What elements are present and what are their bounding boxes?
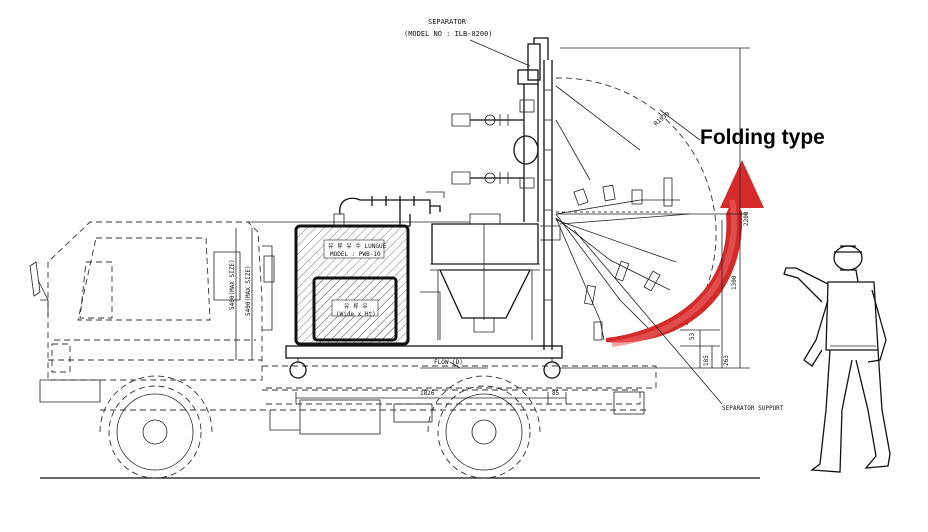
equipment-skid: [285, 345, 563, 379]
vertical-label-2: 5400(MAX SIZE): [245, 265, 252, 316]
separator-leader: [469, 39, 531, 67]
front-wheel: [99, 375, 213, 479]
fold-direction-arrow: [606, 160, 764, 347]
dim-85: 85: [552, 390, 560, 397]
worker-figure: [783, 245, 891, 473]
top-piping: [360, 191, 445, 227]
flow-label: FLOW (D): [434, 359, 463, 366]
truck-cab: [29, 221, 275, 403]
folding-arc: [555, 77, 717, 341]
separator-model: (MODEL NO : ILB-0200): [404, 30, 493, 38]
support-leader: [573, 229, 723, 405]
vertical-label-1: 5400(MAX SIZE): [229, 259, 236, 310]
separator-column: [451, 37, 561, 350]
separator-support-label: SEPARATOR SUPPORT: [722, 405, 784, 412]
hopper-tank: [420, 213, 540, 340]
dimension-lines: [235, 47, 750, 404]
separator-title: SEPARATOR: [428, 18, 467, 26]
box-inner-1: 유 류 유: [344, 303, 368, 310]
box-caption-1: 유 류 유 수 LUNGUE: [328, 243, 387, 250]
dim-263: 263: [723, 355, 730, 366]
dim-53: 53: [689, 332, 696, 340]
dim-r1930: R1930: [653, 110, 672, 127]
box-inner-2: (Wide x Ht): [336, 311, 376, 318]
rear-wheel: [427, 375, 541, 479]
oil-tank-box: [294, 197, 410, 346]
dim-1826: 1826: [420, 390, 435, 397]
truck-chassis: [100, 365, 657, 435]
dim-185: 185: [703, 355, 710, 366]
dim-1300: 1300: [731, 275, 738, 290]
dim-2200: 2200: [743, 211, 750, 226]
folding-type-label: Folding type: [700, 126, 825, 149]
box-caption-2: MODEL : PWB-10: [330, 251, 381, 258]
